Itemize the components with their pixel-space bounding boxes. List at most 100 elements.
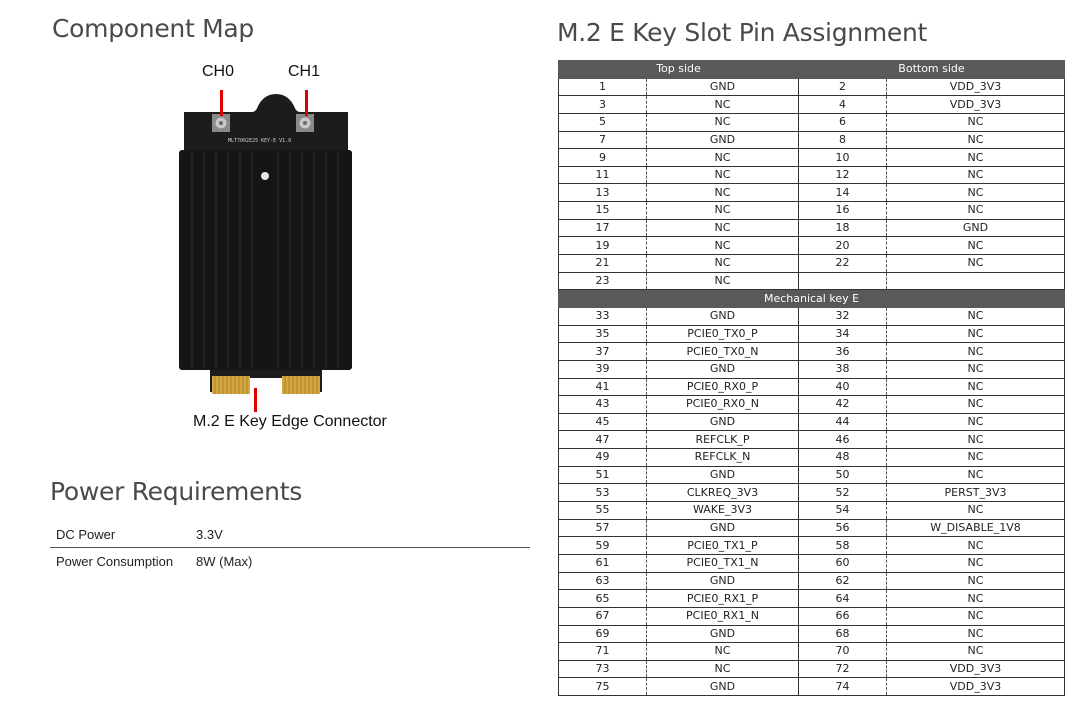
pin-number: 48 bbox=[798, 448, 887, 467]
pin-signal: PCIE0_RX1_P bbox=[646, 589, 799, 608]
pin-number: 59 bbox=[558, 536, 647, 555]
pin-number: 61 bbox=[558, 554, 647, 573]
pin-number: 14 bbox=[798, 183, 887, 203]
pin-number: 75 bbox=[558, 677, 647, 697]
pin-number: 45 bbox=[558, 413, 647, 432]
pin-number: 15 bbox=[558, 201, 647, 220]
pin-signal: GND bbox=[646, 78, 799, 97]
pin-number: 49 bbox=[558, 448, 647, 467]
pin-signal: REFCLK_N bbox=[646, 448, 799, 467]
pin-number: 23 bbox=[558, 272, 647, 291]
pin-number: 16 bbox=[798, 201, 887, 220]
power-divider bbox=[50, 547, 530, 548]
pin-number: 53 bbox=[558, 483, 647, 503]
ch1-label: CH1 bbox=[288, 63, 321, 80]
pin-number: 32 bbox=[798, 307, 887, 326]
pin-number: 21 bbox=[558, 254, 647, 273]
pin-signal: NC bbox=[886, 236, 1065, 256]
pin-number: 50 bbox=[798, 466, 887, 485]
pin-signal: NC bbox=[886, 466, 1065, 485]
mechanical-key-row: Mechanical key E bbox=[558, 289, 1065, 308]
mechanical-key-label: Mechanical key E bbox=[558, 289, 1065, 308]
pin-signal: GND bbox=[646, 466, 799, 485]
pin-signal: NC bbox=[886, 307, 1065, 326]
pin-number: 3 bbox=[558, 95, 647, 114]
pin-number: 57 bbox=[558, 519, 647, 538]
pin-signal: W_DISABLE_1V8 bbox=[886, 519, 1065, 538]
pin-number bbox=[798, 272, 887, 291]
pin-number: 63 bbox=[558, 572, 647, 591]
pin-number: 19 bbox=[558, 236, 647, 256]
pin-number: 65 bbox=[558, 589, 647, 608]
pin-signal: NC bbox=[886, 625, 1065, 644]
pin-signal: NC bbox=[646, 113, 799, 132]
ch0-label: CH0 bbox=[202, 63, 235, 80]
pin-signal: NC bbox=[886, 642, 1065, 661]
pin-signal: NC bbox=[886, 254, 1065, 273]
pin-number: 67 bbox=[558, 607, 647, 626]
pin-signal: NC bbox=[886, 501, 1065, 520]
pin-number: 34 bbox=[798, 325, 887, 344]
pin-signal: PCIE0_RX0_N bbox=[646, 395, 799, 414]
pin-number: 4 bbox=[798, 95, 887, 114]
pin-signal: GND bbox=[646, 360, 799, 379]
pin-signal: GND bbox=[646, 677, 799, 697]
pin-number: 18 bbox=[798, 219, 887, 238]
top-side-header: Top side bbox=[558, 60, 799, 79]
pin-number: 12 bbox=[798, 166, 887, 185]
power-value: 3.3V bbox=[196, 527, 223, 542]
pin-signal: NC bbox=[886, 131, 1065, 150]
pin-number: 66 bbox=[798, 607, 887, 626]
pin-number: 62 bbox=[798, 572, 887, 591]
pin-signal: NC bbox=[886, 166, 1065, 185]
mount-hole-icon bbox=[261, 172, 269, 180]
pin-number: 72 bbox=[798, 660, 887, 679]
heatsink bbox=[179, 150, 352, 370]
pin-signal: NC bbox=[886, 342, 1065, 361]
pin-signal: NC bbox=[646, 219, 799, 238]
pin-signal: NC bbox=[886, 395, 1065, 414]
power-key: DC Power bbox=[56, 527, 116, 542]
pin-signal: VDD_3V3 bbox=[886, 95, 1065, 114]
pin-number: 10 bbox=[798, 148, 887, 167]
pin-signal: NC bbox=[886, 183, 1065, 203]
pin-signal: NC bbox=[886, 360, 1065, 379]
pin-signal: PCIE0_RX1_N bbox=[646, 607, 799, 626]
pin-signal: VDD_3V3 bbox=[886, 78, 1065, 97]
pin-signal: NC bbox=[886, 201, 1065, 220]
pin-signal: CLKREQ_3V3 bbox=[646, 483, 799, 503]
pin-signal: NC bbox=[646, 183, 799, 203]
ch1-callout-line bbox=[305, 90, 308, 116]
pin-signal: PCIE0_TX1_N bbox=[646, 554, 799, 573]
pin-signal: PERST_3V3 bbox=[886, 483, 1065, 503]
pin-signal: NC bbox=[646, 642, 799, 661]
pin-signal: NC bbox=[646, 272, 799, 291]
pin-number: 73 bbox=[558, 660, 647, 679]
pin-number: 8 bbox=[798, 131, 887, 150]
pin-number: 36 bbox=[798, 342, 887, 361]
pin-number: 44 bbox=[798, 413, 887, 432]
pin-signal: GND bbox=[646, 307, 799, 326]
m2-board-image: MLT7002E25 KEY-E V1.0 bbox=[179, 94, 352, 396]
pcb-top bbox=[184, 94, 348, 150]
pin-signal: PCIE0_RX0_P bbox=[646, 378, 799, 397]
